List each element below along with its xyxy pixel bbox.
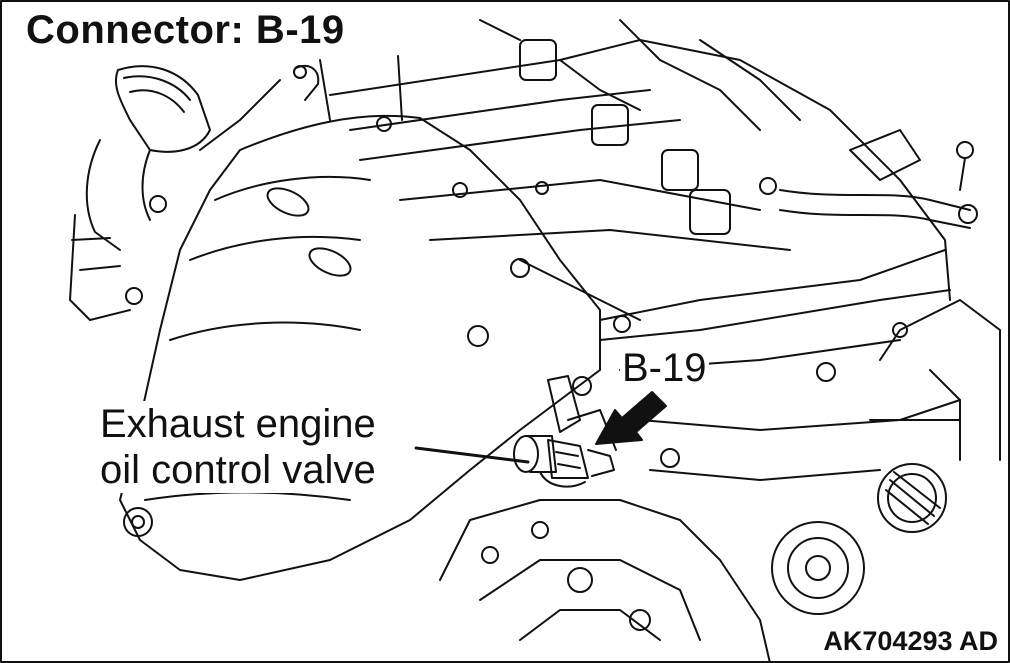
pulleys [771,299,1001,615]
cylinder-head [329,39,961,481]
diagram-title: Connector: B-19 [22,8,349,53]
callout-arrow [595,391,667,445]
component-label-line-2: oil control valve [100,448,376,492]
figure-code: AK704293 AD [821,626,1000,657]
heat-shield [119,114,601,581]
oil-control-valve [513,435,615,488]
connector-callout-label: B-19 [620,346,709,391]
head-bolts [125,116,908,468]
engine-block-lower [439,499,771,663]
ignition-coils [479,19,978,235]
intake-pipe [69,65,211,321]
component-label-line-1: Exhaust engine [100,402,376,446]
harness-clips [199,55,403,151]
valve-leader-line [414,446,530,464]
component-label: Exhaust engine oil control valve [96,401,380,493]
